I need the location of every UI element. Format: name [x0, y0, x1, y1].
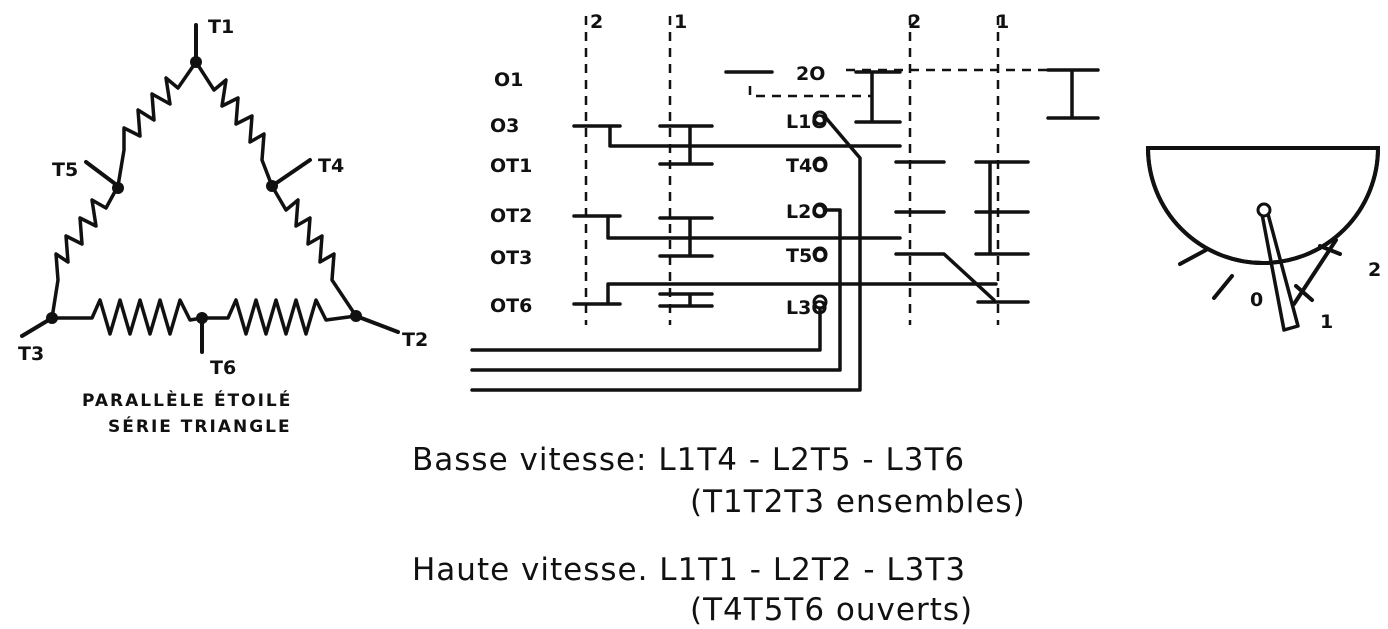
high-speed-note: Haute vitesse. L1T1 - L2T2 - L3T3	[412, 552, 966, 588]
switch-left-label-3: OT1	[490, 155, 532, 177]
drum-switch: 2 1 2 1 O1 O3 OT1 OT2 OT3 OT6 2O L1O T4O…	[470, 11, 1100, 392]
switch-right-label-l1: L1O	[786, 111, 827, 133]
switch-right-label-l3: L3O	[786, 297, 827, 319]
switch-right-label-t4: T4O	[786, 155, 828, 177]
terminal-t6-label: T6	[210, 357, 236, 379]
switch-left-label-2: O3	[490, 115, 519, 137]
position-number-2a: 2	[590, 11, 603, 33]
switch-left-label-1: O1	[494, 69, 523, 91]
dial-number-1: 1	[1320, 311, 1333, 333]
speed-notes: Basse vitesse: L1T4 - L2T5 - L3T6 (T1T2T…	[412, 442, 1026, 628]
terminal-t4-label: T4	[318, 155, 344, 177]
position-number-2b: 2	[908, 11, 921, 33]
dial-number-0: 0	[1250, 289, 1263, 311]
terminal-t3-label: T3	[18, 343, 44, 365]
winding-caption-line2: SÉRIE TRIANGLE	[108, 415, 292, 437]
coil-t3-t6	[50, 298, 204, 336]
terminal-t1-label: T1	[208, 16, 234, 38]
high-speed-subnote: (T4T5T6 ouverts)	[690, 592, 973, 628]
motor-winding-triangle: T1 T5 T4 T3 T2 T6 PARALLÈLE ÉTOILÉ SÉRIE…	[18, 16, 428, 437]
switch-left-label-6: OT6	[490, 295, 532, 317]
position-number-1b: 1	[996, 11, 1009, 33]
low-speed-note: Basse vitesse: L1T4 - L2T5 - L3T6	[412, 442, 965, 478]
selector-dial: 0 1 2	[1145, 146, 1381, 333]
coil-t4-t2	[270, 184, 358, 318]
switch-right-label-2o: 2O	[796, 63, 825, 85]
low-speed-subnote: (T1T2T3 ensembles)	[690, 484, 1026, 520]
terminal-t5-label: T5	[52, 159, 78, 181]
winding-caption-line1: PARALLÈLE ÉTOILÉ	[82, 389, 292, 411]
switch-left-label-5: OT3	[490, 247, 532, 269]
terminal-t2-label: T2	[402, 329, 428, 351]
switch-left-label-4: OT2	[490, 205, 532, 227]
position-number-1a: 1	[674, 11, 687, 33]
coil-t1-t5	[116, 60, 198, 188]
coil-t6-t2	[200, 298, 358, 336]
coil-t5-t3	[50, 184, 120, 320]
dial-number-2: 2	[1368, 259, 1381, 281]
coil-t1-t4	[194, 60, 274, 188]
switch-right-label-t5: T5O	[786, 245, 828, 267]
